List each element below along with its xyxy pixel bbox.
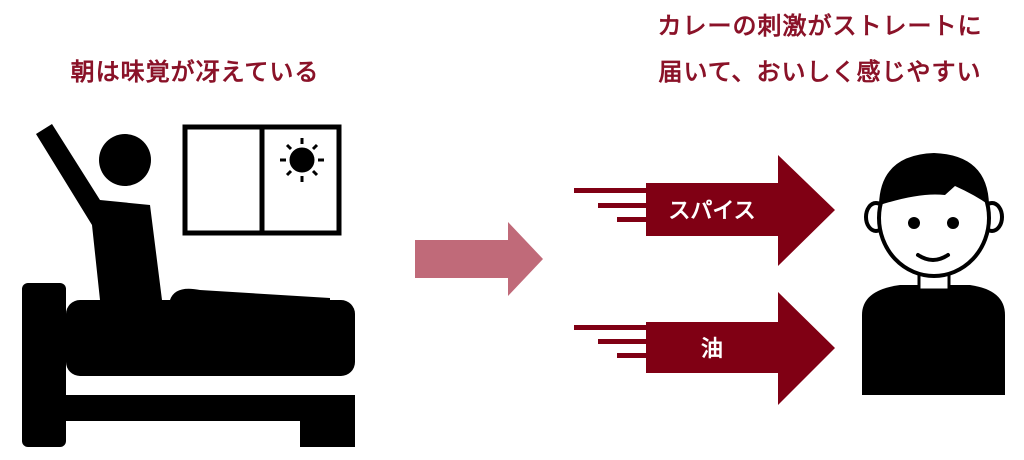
right-caption-line1: カレーの刺激がストレートに [657,12,983,40]
smiling-person-icon [862,153,1005,395]
oil-arrow [574,292,835,405]
waking-person-in-bed-icon [22,124,355,447]
transition-arrow [415,222,543,296]
left-caption: 朝は味覚が冴えている [70,58,320,86]
window-icon [182,124,342,236]
right-caption-line2: 届いて、おいしく感じやすい [658,58,982,86]
spice-arrow [574,155,835,266]
sun-icon [280,138,324,182]
spice-label: スパイス [668,199,755,224]
oil-label: 油 [701,337,723,362]
